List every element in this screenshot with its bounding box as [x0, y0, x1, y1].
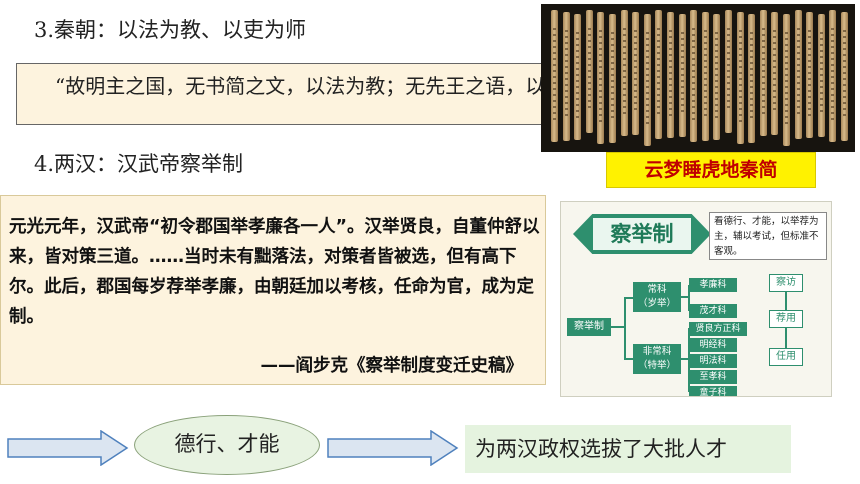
qin-quote-box: “故明主之国，无书简之文，以法为教；无先王之语，以吏为师。” — [16, 63, 548, 125]
bamboo-slip — [551, 10, 558, 142]
bamboo-slip — [748, 14, 756, 143]
qin-quote-text: “故明主之国，无书简之文，以法为教；无先王之语，以吏为师。” — [55, 74, 547, 98]
diagram-special: 非常科 （特举） — [633, 344, 681, 374]
bamboo-slip — [713, 14, 721, 140]
arrow-right-icon — [327, 430, 459, 466]
diagram-root: 察举制 — [567, 318, 611, 336]
bamboo-slip — [609, 14, 616, 143]
bamboo-slip — [643, 14, 651, 146]
bamboo-slip — [562, 12, 570, 141]
diagram-note: 看德行、才能，以举荐为主，辅以考试，但标准不客观。 — [709, 212, 827, 260]
diagram-title: 察举制 — [593, 218, 691, 250]
bamboo-slip — [841, 12, 848, 141]
bamboo-slips-image — [541, 4, 855, 152]
bamboo-slip — [759, 10, 767, 136]
bamboo-slip — [783, 14, 790, 146]
chaju-diagram: 察举制 看德行、才能，以举荐为主，辅以考试，但标准不客观。 察举制 常科 （岁举… — [560, 201, 832, 397]
bamboo-slip — [678, 14, 686, 137]
bamboo-slip — [574, 14, 582, 140]
regular-item: 茂才科 — [689, 304, 737, 318]
result-box: 为两汉政权选拔了大批人才 — [465, 425, 791, 473]
bamboo-slip — [725, 10, 732, 133]
bamboo-slip — [655, 10, 663, 139]
special-item: 贤良方正科 — [689, 322, 747, 336]
connector-line — [624, 358, 634, 360]
connector-line — [681, 296, 689, 298]
source-attribution: ——阎步克《察举制度变迁史稿》 — [260, 356, 524, 376]
special-item: 至孝科 — [689, 370, 737, 384]
bamboo-slip — [829, 10, 837, 142]
bamboo-slip — [701, 12, 709, 141]
diagram-regular: 常科 （岁举） — [633, 282, 681, 312]
bamboo-slip — [794, 10, 802, 139]
special-item: 明经科 — [689, 338, 737, 352]
bamboo-slip — [736, 12, 744, 144]
bamboo-slip — [806, 12, 814, 138]
special-item: 童子科 — [689, 386, 737, 396]
arrow-right-icon — [7, 430, 129, 466]
bamboo-slip — [817, 14, 825, 137]
source-box: 元光元年，汉武帝“初令郡国举孝廉各一人”。汉举贤良，自董仲舒以来，皆对策三道。…… — [0, 195, 546, 385]
criteria-oval: 德行、才能 — [134, 415, 320, 475]
connector-line — [681, 358, 689, 360]
diagram-step: 任用 — [769, 348, 803, 366]
image-caption: 云梦睡虎地秦简 — [606, 152, 816, 188]
bamboo-slip — [597, 12, 605, 144]
diagram-title-banner: 察举制 — [573, 214, 711, 254]
step-connector — [785, 292, 787, 310]
connector-line — [611, 326, 625, 328]
source-text: 元光元年，汉武帝“初令郡国举孝廉各一人”。汉举贤良，自董仲舒以来，皆对策三道。…… — [9, 217, 540, 327]
connector-line — [688, 285, 690, 311]
special-item: 明法科 — [689, 354, 737, 368]
bamboo-slip — [690, 10, 698, 142]
bamboo-slip — [585, 10, 593, 133]
diagram-step: 察访 — [769, 274, 803, 292]
diagram-step: 荐用 — [769, 310, 803, 328]
regular-item: 孝廉科 — [689, 278, 737, 292]
connector-line — [624, 297, 634, 299]
connector-line — [624, 297, 626, 359]
heading-qin: 3.秦朝：以法为教、以吏为师 — [34, 18, 307, 42]
bamboo-slip — [632, 12, 640, 135]
heading-han: 4.两汉：汉武帝察举制 — [34, 152, 244, 176]
bamboo-slip — [667, 12, 674, 138]
step-connector — [785, 328, 787, 348]
bamboo-slip — [620, 10, 628, 136]
bamboo-slip — [771, 12, 779, 135]
